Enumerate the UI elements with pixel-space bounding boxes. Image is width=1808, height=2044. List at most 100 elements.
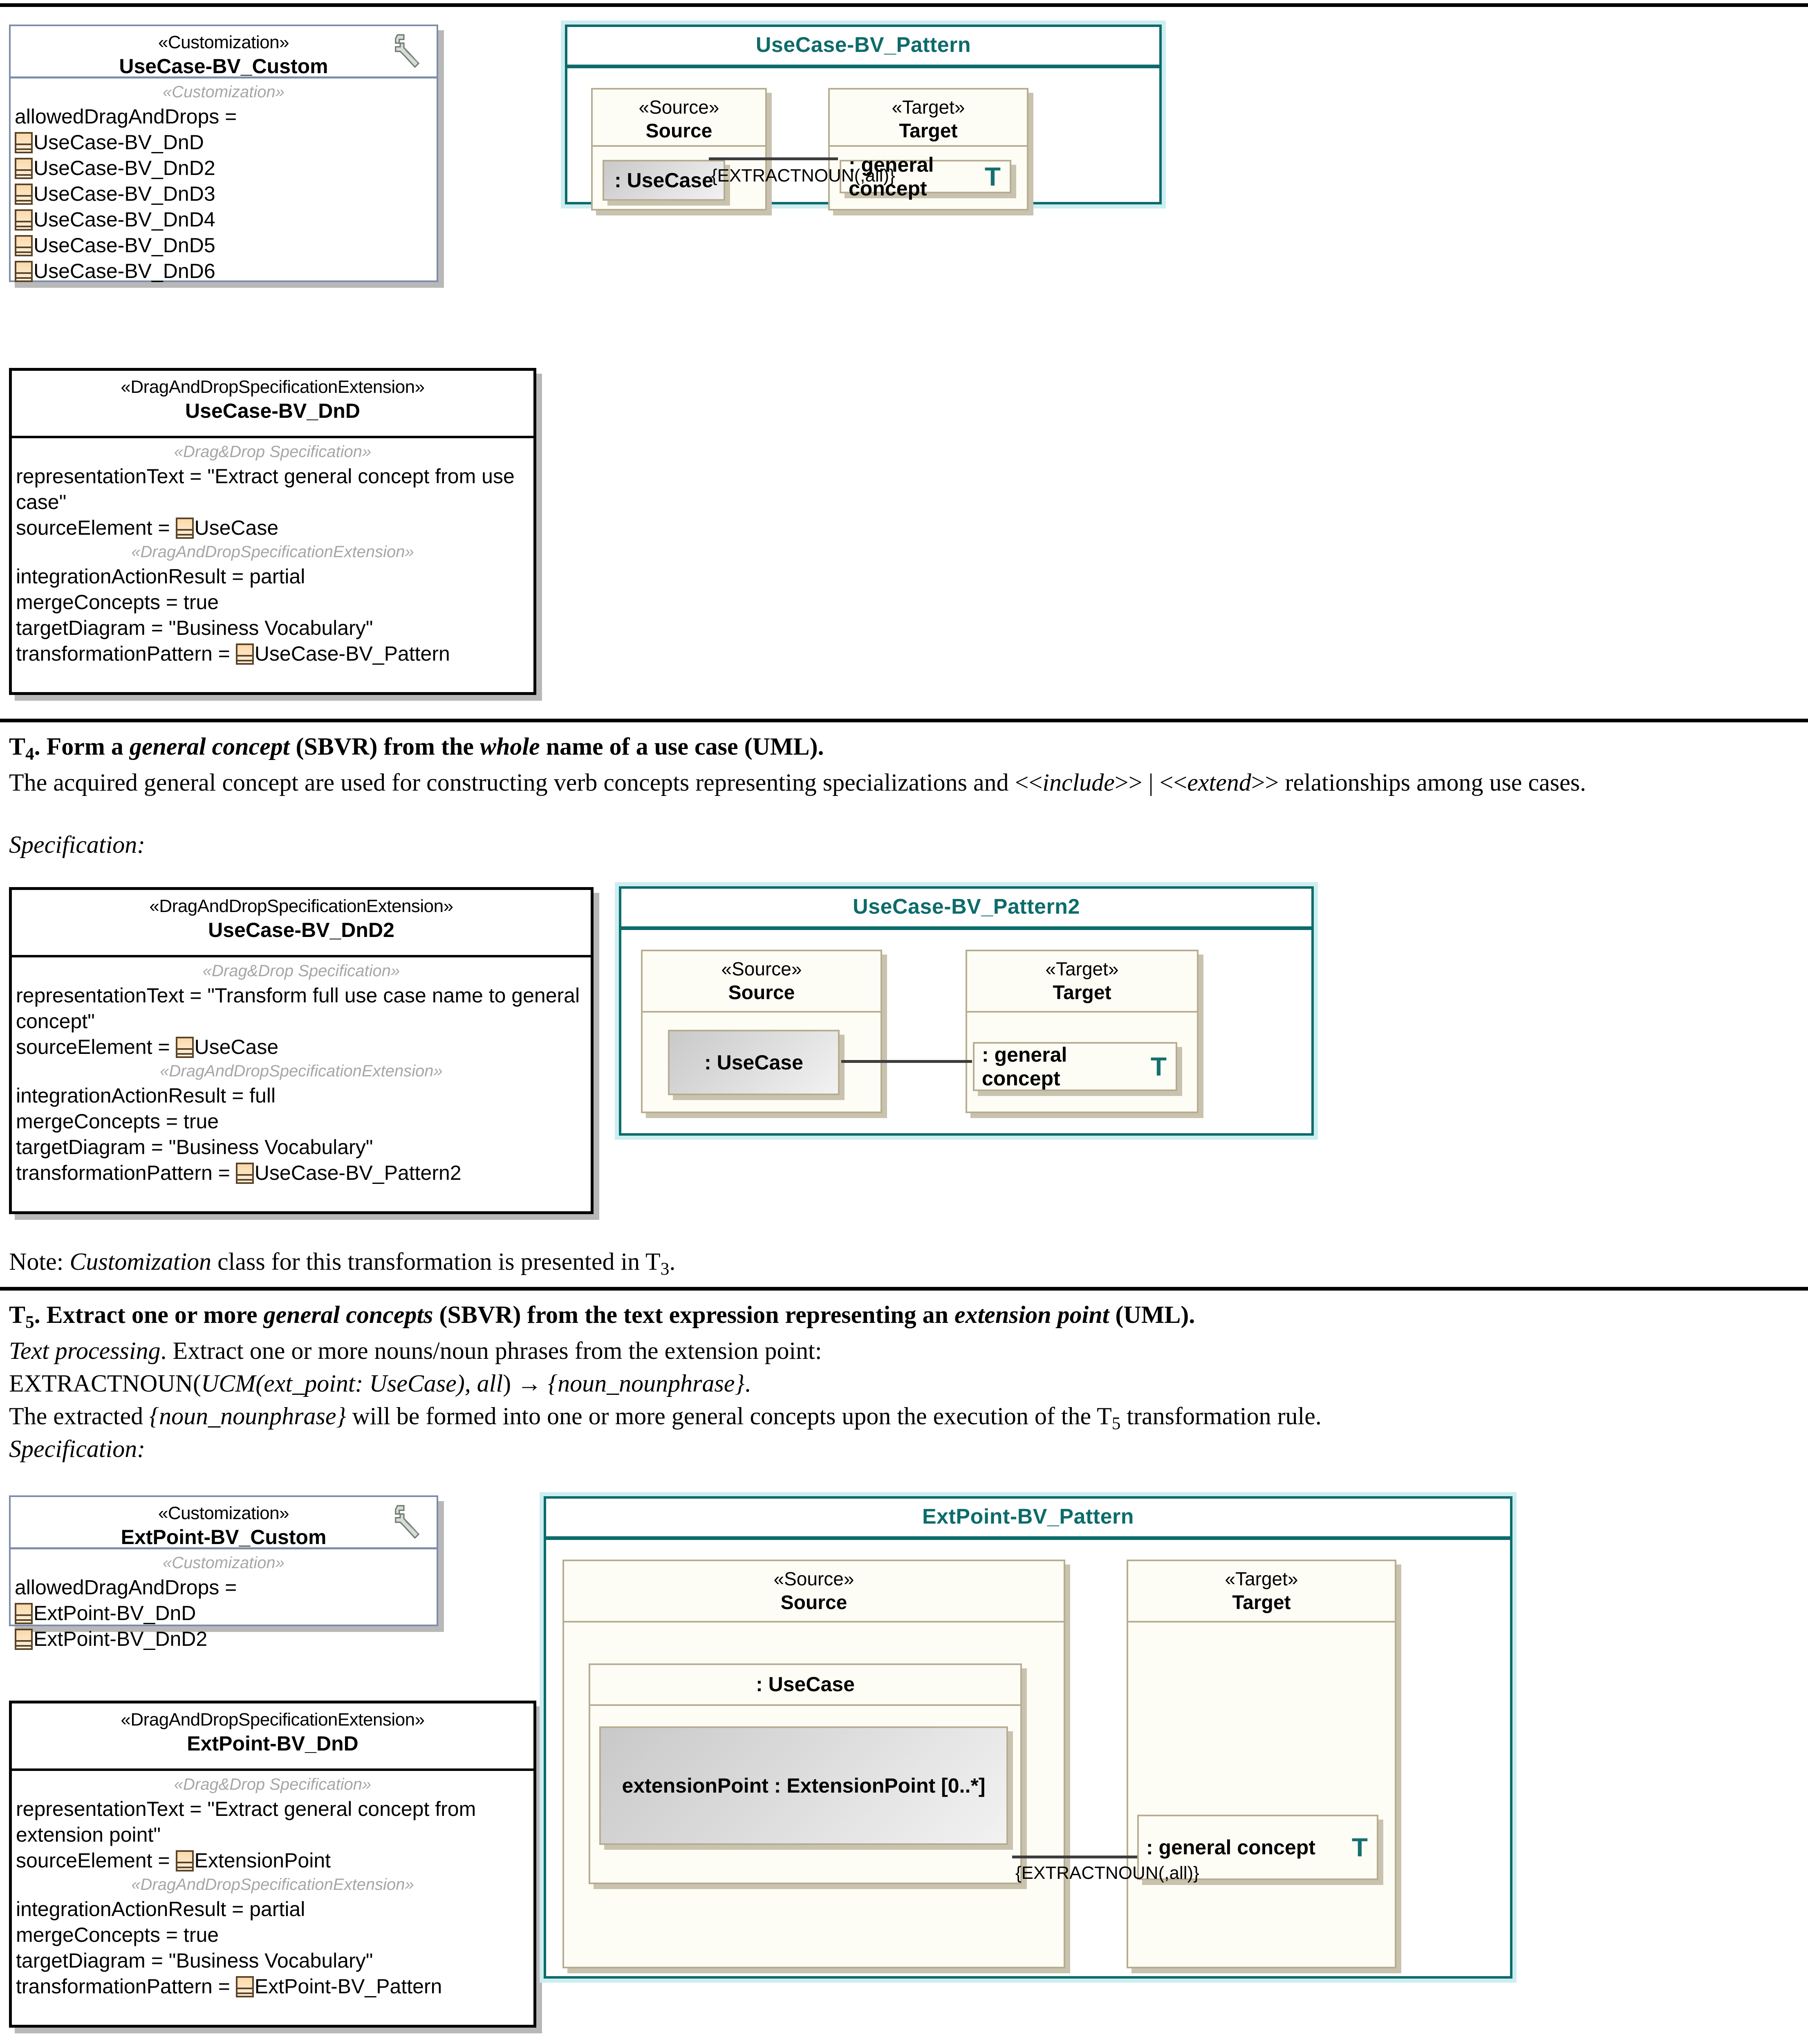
instance-general-concept[interactable]: : general concept T (840, 153, 1011, 200)
source-box[interactable]: «Source» Source : UseCase (591, 88, 767, 211)
attribute-representation-text: representationText = "Transform full use… (16, 984, 580, 1033)
class-usecase-bv-custom[interactable]: «Customization» UseCase-BV_Custom «Custo… (9, 25, 438, 282)
attr-value: UseCase (194, 1035, 279, 1058)
class-extpoint-bv-dnd[interactable]: «DragAndDropSpecificationExtension» ExtP… (9, 1701, 536, 2028)
value-label: ExtPoint-BV_DnD (34, 1602, 196, 1625)
target-header: «Target» Target (967, 951, 1197, 1013)
attr-value: UseCase (194, 516, 279, 539)
t-concept-icon: T (984, 162, 1001, 191)
class-usecase-bv-dnd2[interactable]: «DragAndDropSpecificationExtension» UseC… (9, 887, 594, 1214)
group-stereotype: «Customization» (163, 1554, 285, 1572)
pattern-title: UseCase-BV_Pattern (755, 33, 971, 57)
attribute-source-element: sourceElement = UseCase (16, 1034, 587, 1060)
value-item: ExtPoint-BV_DnD (15, 1600, 432, 1626)
uml-class-icon (235, 1162, 254, 1184)
instance-general-concept[interactable]: : general concept T (1137, 1815, 1378, 1880)
class-usecase-bv-dnd[interactable]: «DragAndDropSpecificationExtension» UseC… (9, 368, 536, 695)
attribute-allowed-dnd: allowedDragAndDrops = (15, 1576, 237, 1599)
value-label: UseCase-BV_DnD (34, 131, 204, 154)
target-header: «Target» Target (830, 90, 1027, 147)
instance-usecase[interactable]: : UseCase (603, 160, 725, 201)
source-stereotype: «Source» (721, 958, 802, 979)
pattern-usecase-bv-pattern2[interactable]: UseCase-BV_Pattern2 «Source» Source : Us… (619, 886, 1314, 1136)
source-stereotype: «Source» (639, 96, 719, 118)
stereotype-label: «DragAndDropSpecificationExtension» (149, 896, 453, 916)
value-item: UseCase-BV_DnD3 (15, 181, 432, 207)
wrench-icon (395, 1505, 420, 1539)
attr-value: UseCase-BV_Pattern2 (254, 1161, 462, 1184)
group-stereotype: «Drag&Drop Specification» (202, 962, 400, 980)
source-box[interactable]: «Source» Source : UseCase (641, 950, 882, 1113)
source-header: «Source» Source (643, 951, 880, 1013)
value-label: UseCase-BV_DnD4 (34, 208, 215, 231)
source-name: Source (728, 982, 795, 1004)
attribute-source-element: sourceElement = UseCase (16, 515, 529, 541)
instance-label: : general concept (982, 1043, 1067, 1090)
class-attributes: «Drag&Drop Specification» representation… (12, 957, 591, 1192)
t5-textprocessing: Text processing. Extract one or more nou… (9, 1337, 822, 1364)
t5-body: The extracted {noun_nounphrase} will be … (9, 1403, 1322, 1434)
value-item: UseCase-BV_DnD4 (15, 207, 432, 233)
t4-body: The acquired general concept are used fo… (9, 769, 1586, 796)
target-stereotype: «Target» (892, 96, 965, 118)
group-stereotype: «DragAndDropSpecificationExtension» (160, 1062, 443, 1080)
connector-line (709, 157, 838, 160)
attribute-transformation-pattern: transformationPattern = ExtPoint-BV_Patt… (16, 1974, 529, 1999)
t5-formula: EXTRACTNOUN(UCM(ext_point: UseCase), all… (9, 1370, 751, 1397)
attribute-target-diagram: targetDiagram = "Business Vocabulary" (16, 616, 373, 639)
pattern-usecase-bv-pattern[interactable]: UseCase-BV_Pattern «Source» Source : Use… (565, 25, 1162, 211)
group-stereotype: «DragAndDropSpecificationExtension» (131, 543, 414, 561)
target-name: Target (1232, 1592, 1291, 1614)
attr-label: transformationPattern = (16, 1975, 230, 1998)
uml-class-icon (235, 1976, 254, 1997)
pattern-extpoint-bv-pattern[interactable]: ExtPoint-BV_Pattern «Source» Source : Us… (544, 1496, 1512, 1979)
t4-heading: T4. Form a general concept (SBVR) from t… (9, 733, 824, 764)
source-name: Source (780, 1592, 847, 1614)
class-attributes: «Drag&Drop Specification» representation… (12, 438, 533, 672)
attribute-merge-concepts: mergeConcepts = true (16, 591, 219, 614)
instance-label: : UseCase (704, 1051, 803, 1074)
uml-class-icon (15, 183, 33, 205)
class-name: ExtPoint-BV_DnD (187, 1732, 358, 1755)
attribute-target-diagram: targetDiagram = "Business Vocabulary" (16, 1136, 373, 1159)
source-stereotype: «Source» (773, 1568, 854, 1589)
rule-before-t5 (0, 1287, 1808, 1291)
attribute-representation-text: representationText = "Extract general co… (16, 465, 515, 513)
nested-class-usecase[interactable]: : UseCase extensionPoint : ExtensionPoin… (589, 1663, 1022, 1884)
value-label: UseCase-BV_DnD5 (34, 234, 215, 257)
source-header: «Source» Source (593, 90, 765, 147)
uml-class-icon (15, 260, 33, 282)
source-box[interactable]: «Source» Source : UseCase extensionPoint… (562, 1560, 1065, 1968)
connector-label: {EXTRACTNOUN(,all)} (1015, 1863, 1199, 1883)
source-header: «Source» Source (564, 1561, 1064, 1623)
uml-class-icon (15, 132, 33, 153)
attr-label: sourceElement = (16, 1849, 170, 1872)
value-label: UseCase-BV_DnD6 (34, 260, 215, 282)
uml-class-icon (15, 209, 33, 231)
t5-heading: T5. Extract one or more general concepts… (9, 1301, 1195, 1332)
uml-class-icon (175, 1850, 194, 1871)
source-name: Source (645, 120, 712, 142)
instance-label: extensionPoint : ExtensionPoint [0..*] (622, 1774, 986, 1797)
target-box[interactable]: «Target» Target : general concept T (966, 950, 1199, 1113)
uml-class-icon (235, 643, 254, 665)
attribute-merge-concepts: mergeConcepts = true (16, 1923, 219, 1946)
attribute-integration-action-result: integrationActionResult = full (16, 1084, 276, 1107)
target-box[interactable]: «Target» Target : general concept T (828, 88, 1028, 211)
note-t4: Note: Customization class for this trans… (9, 1248, 676, 1279)
instance-general-concept[interactable]: : general concept T (973, 1042, 1177, 1091)
target-box[interactable]: «Target» Target : general concept T (1127, 1560, 1396, 1968)
instance-extension-point[interactable]: extensionPoint : ExtensionPoint [0..*] (599, 1726, 1008, 1845)
uml-class-icon (15, 157, 33, 179)
class-header: «DragAndDropSpecificationExtension» ExtP… (12, 1703, 533, 1771)
class-name: UseCase-BV_DnD (185, 399, 360, 422)
stereotype-label: «Customization» (158, 1503, 289, 1523)
class-extpoint-bv-custom[interactable]: «Customization» ExtPoint-BV_Custom «Cust… (9, 1495, 438, 1650)
attr-label: transformationPattern = (16, 1161, 230, 1184)
value-label: UseCase-BV_DnD2 (34, 157, 215, 179)
class-name: UseCase-BV_DnD2 (208, 919, 394, 941)
instance-usecase[interactable]: : UseCase (668, 1030, 840, 1095)
pattern-body: «Source» Source : UseCase «Target» Targe… (567, 68, 1159, 211)
attribute-integration-action-result: integrationActionResult = partial (16, 1898, 305, 1921)
instance-label: : UseCase (614, 169, 713, 192)
